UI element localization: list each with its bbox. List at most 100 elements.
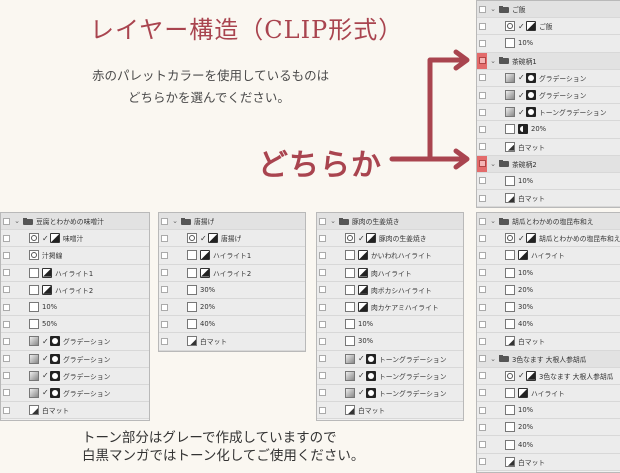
visibility-toggle[interactable] xyxy=(477,22,487,30)
visibility-toggle[interactable] xyxy=(477,177,487,185)
layer-row[interactable]: 30% xyxy=(477,298,620,317)
visibility-toggle[interactable] xyxy=(1,251,11,259)
visibility-toggle[interactable] xyxy=(477,251,487,259)
layer-row[interactable]: 40% xyxy=(477,316,620,334)
visibility-toggle[interactable] xyxy=(1,286,11,294)
layer-row[interactable]: 白マット xyxy=(477,190,620,207)
visibility-toggle[interactable] xyxy=(317,337,327,345)
visibility-toggle[interactable] xyxy=(477,234,487,242)
visibility-toggle[interactable] xyxy=(317,251,327,259)
visibility-toggle[interactable] xyxy=(477,39,487,47)
layer-row[interactable]: ハイライト xyxy=(477,384,620,403)
visibility-toggle[interactable] xyxy=(477,320,487,328)
visibility-toggle[interactable] xyxy=(477,143,487,151)
visibility-toggle[interactable] xyxy=(317,320,327,328)
layer-row[interactable]: 50% xyxy=(1,316,149,334)
layer-row[interactable]: かいわれハイライト xyxy=(317,247,463,265)
visibility-toggle[interactable] xyxy=(317,372,327,380)
chevron-down-icon[interactable]: ⌄ xyxy=(490,217,496,226)
layer-row[interactable]: 10% xyxy=(1,298,149,317)
layer-row[interactable]: 30% xyxy=(317,333,463,351)
layer-row[interactable]: 30% xyxy=(159,281,305,299)
visibility-toggle[interactable] xyxy=(159,269,169,277)
layer-row[interactable]: ✓グラデーション xyxy=(1,333,149,351)
visibility-toggle[interactable] xyxy=(1,234,11,242)
chevron-down-icon[interactable]: ⌄ xyxy=(490,56,496,65)
layer-row[interactable]: 白マット xyxy=(159,333,305,351)
visibility-toggle[interactable] xyxy=(159,303,169,311)
visibility-toggle[interactable] xyxy=(317,234,327,242)
layer-row[interactable]: 白マット xyxy=(477,333,620,351)
visibility-toggle[interactable] xyxy=(1,389,11,397)
visibility-toggle[interactable] xyxy=(1,372,11,380)
visibility-toggle[interactable] xyxy=(159,217,169,225)
layer-row[interactable]: ✓グラデーション xyxy=(477,69,620,87)
layer-row[interactable]: 40% xyxy=(477,436,620,454)
layer-row[interactable]: ✓グラデーション xyxy=(1,367,149,385)
layer-row[interactable]: ✓グラデーション xyxy=(1,350,149,368)
layer-row[interactable]: 白マット xyxy=(477,138,620,156)
chevron-down-icon[interactable]: ⌄ xyxy=(490,159,496,168)
visibility-toggle[interactable] xyxy=(1,269,11,277)
layer-row[interactable]: ✓胡瓜とわかめの塩昆布和え xyxy=(477,230,620,248)
chevron-down-icon[interactable]: ⌄ xyxy=(490,5,496,14)
layer-row[interactable]: 白マット xyxy=(1,402,149,420)
layer-row[interactable]: ✓唐揚げ xyxy=(159,230,305,248)
folder-row[interactable]: ⌄茶碗柄1 xyxy=(477,52,620,70)
layer-row[interactable]: 汁掲線 xyxy=(1,247,149,265)
visibility-toggle[interactable] xyxy=(317,355,327,363)
layer-row[interactable]: 10% xyxy=(477,264,620,282)
chevron-down-icon[interactable]: ⌄ xyxy=(14,217,20,226)
layer-row[interactable]: ハイライト2 xyxy=(159,264,305,282)
folder-row[interactable]: ⌄豆腐とわかめの味噌汁 xyxy=(1,213,149,231)
layer-row[interactable]: ✓グラデーション xyxy=(1,384,149,403)
layer-row[interactable]: 10% xyxy=(317,316,463,334)
visibility-toggle[interactable] xyxy=(477,217,487,225)
visibility-toggle[interactable] xyxy=(477,5,487,13)
layer-row[interactable]: ✓ご飯 xyxy=(477,18,620,36)
layer-row[interactable]: 10% xyxy=(477,172,620,191)
layer-row[interactable]: 40% xyxy=(159,316,305,334)
visibility-toggle[interactable] xyxy=(477,303,487,311)
layer-row[interactable]: 肉カケアミハイライト xyxy=(317,298,463,317)
visibility-toggle[interactable] xyxy=(477,423,487,431)
layer-row[interactable]: 20% xyxy=(477,281,620,299)
visibility-toggle[interactable] xyxy=(477,355,487,363)
layer-row[interactable]: 肉ボカシハイライト xyxy=(317,281,463,299)
visibility-toggle[interactable] xyxy=(159,337,169,345)
visibility-toggle[interactable] xyxy=(477,52,487,69)
folder-row[interactable]: ⌄胡瓜とわかめの塩昆布和え xyxy=(477,213,620,231)
folder-row[interactable]: ⌄豚肉の生姜焼き xyxy=(317,213,463,231)
visibility-toggle[interactable] xyxy=(477,441,487,449)
layer-row[interactable]: 20% xyxy=(159,298,305,317)
layer-row[interactable]: 肉ハイライト xyxy=(317,264,463,282)
visibility-toggle[interactable] xyxy=(1,217,11,225)
visibility-toggle[interactable] xyxy=(477,372,487,380)
visibility-toggle[interactable] xyxy=(477,108,487,116)
visibility-toggle[interactable] xyxy=(477,74,487,82)
layer-row[interactable]: ✓トーングラデーション xyxy=(317,350,463,368)
layer-row[interactable]: 10% xyxy=(477,35,620,53)
visibility-toggle[interactable] xyxy=(477,389,487,397)
layer-row[interactable]: ✓3色なます 大根人参胡瓜 xyxy=(477,367,620,385)
layer-row[interactable]: ✓豚肉の生姜焼き xyxy=(317,230,463,248)
layer-row[interactable]: 白マット xyxy=(317,402,463,420)
chevron-down-icon[interactable]: ⌄ xyxy=(490,354,496,363)
visibility-toggle[interactable] xyxy=(477,458,487,466)
layer-row[interactable]: ハイライト2 xyxy=(1,281,149,299)
layer-row[interactable]: ハイライト1 xyxy=(159,247,305,265)
visibility-toggle[interactable] xyxy=(477,91,487,99)
folder-row[interactable]: ⌄3色なます 大根人参胡瓜 xyxy=(477,350,620,368)
visibility-toggle[interactable] xyxy=(1,406,11,414)
visibility-toggle[interactable] xyxy=(317,269,327,277)
visibility-toggle[interactable] xyxy=(477,125,487,133)
visibility-toggle[interactable] xyxy=(317,389,327,397)
layer-row[interactable]: 20% xyxy=(477,419,620,437)
chevron-down-icon[interactable]: ⌄ xyxy=(172,217,178,226)
layer-row[interactable]: ✓グラデーション xyxy=(477,86,620,105)
visibility-toggle[interactable] xyxy=(477,286,487,294)
layer-row[interactable]: ✓味噌汁 xyxy=(1,230,149,248)
visibility-toggle[interactable] xyxy=(159,286,169,294)
visibility-toggle[interactable] xyxy=(1,303,11,311)
visibility-toggle[interactable] xyxy=(159,251,169,259)
